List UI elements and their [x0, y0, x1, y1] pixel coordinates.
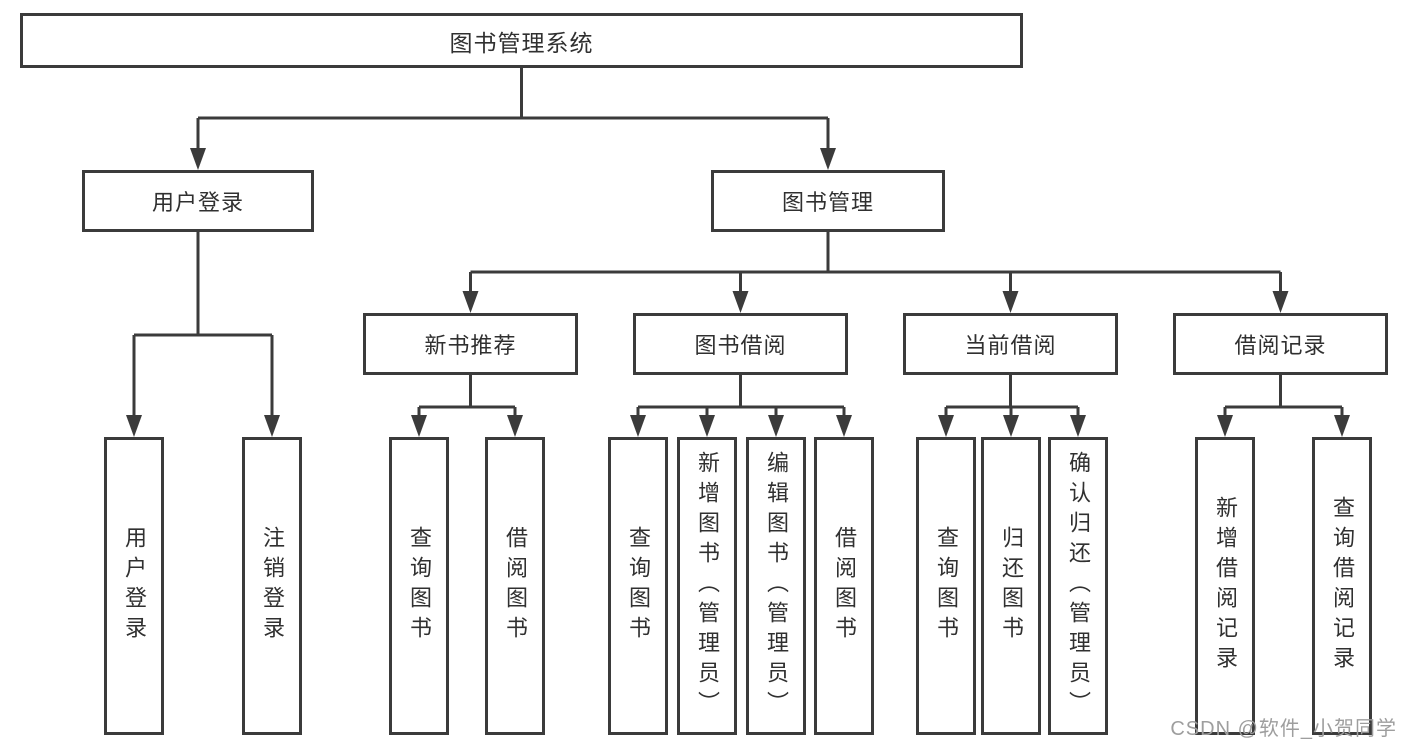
- arrowheads: [126, 148, 1350, 437]
- node-root: 图书管理系统: [20, 13, 1023, 68]
- node-root-label: 图书管理系统: [449, 29, 594, 56]
- node-borrow-records: 借阅记录: [1173, 313, 1388, 375]
- leaf-query-books-borrow: 查询图书: [608, 437, 668, 735]
- leaf-edit-book-admin-label: 编辑图书（管理员）: [764, 451, 789, 721]
- leaf-add-book-admin-label: 新增图书（管理员）: [695, 451, 720, 721]
- watermark: CSDN @软件_小贺同学: [1170, 718, 1397, 740]
- node-borrow-records-label: 借阅记录: [1234, 333, 1327, 358]
- leaf-query-books-recommend-label: 查询图书: [407, 526, 432, 646]
- leaf-logout: 注销登录: [242, 437, 302, 735]
- leaf-query-books-current-label: 查询图书: [934, 526, 959, 646]
- node-new-book-recommend-label: 新书推荐: [424, 333, 517, 358]
- leaf-borrow-books-label: 借阅图书: [832, 526, 857, 646]
- node-book-management-label: 图书管理: [781, 190, 874, 215]
- node-user-login: 用户登录: [82, 170, 314, 232]
- leaf-add-borrow-record: 新增借阅记录: [1195, 437, 1255, 735]
- leaf-logout-label: 注销登录: [260, 526, 285, 646]
- node-user-login-label: 用户登录: [151, 190, 244, 215]
- leaf-return-book: 归还图书: [981, 437, 1041, 735]
- node-current-borrow: 当前借阅: [903, 313, 1118, 375]
- node-book-borrow: 图书借阅: [633, 313, 848, 375]
- node-current-borrow-label: 当前借阅: [964, 333, 1057, 358]
- leaf-borrow-books: 借阅图书: [814, 437, 874, 735]
- leaf-query-books-borrow-label: 查询图书: [626, 526, 651, 646]
- node-new-book-recommend: 新书推荐: [363, 313, 578, 375]
- leaf-query-borrow-record: 查询借阅记录: [1312, 437, 1372, 735]
- leaf-query-books-recommend: 查询图书: [389, 437, 449, 735]
- leaf-query-borrow-record-label: 查询借阅记录: [1330, 496, 1355, 676]
- leaf-add-book-admin: 新增图书（管理员）: [677, 437, 737, 735]
- leaf-edit-book-admin: 编辑图书（管理员）: [746, 437, 806, 735]
- leaf-user-login: 用户登录: [104, 437, 164, 735]
- leaf-confirm-return-admin-label: 确认归还（管理员）: [1066, 451, 1091, 721]
- leaf-borrow-books-recommend: 借阅图书: [485, 437, 545, 735]
- leaf-query-books-current: 查询图书: [916, 437, 976, 735]
- node-book-borrow-label: 图书借阅: [694, 333, 787, 358]
- node-book-management: 图书管理: [711, 170, 945, 232]
- leaf-add-borrow-record-label: 新增借阅记录: [1213, 496, 1238, 676]
- leaf-return-book-label: 归还图书: [999, 526, 1024, 646]
- leaf-user-login-label: 用户登录: [122, 526, 147, 646]
- leaf-borrow-books-recommend-label: 借阅图书: [503, 526, 528, 646]
- leaf-confirm-return-admin: 确认归还（管理员）: [1048, 437, 1108, 735]
